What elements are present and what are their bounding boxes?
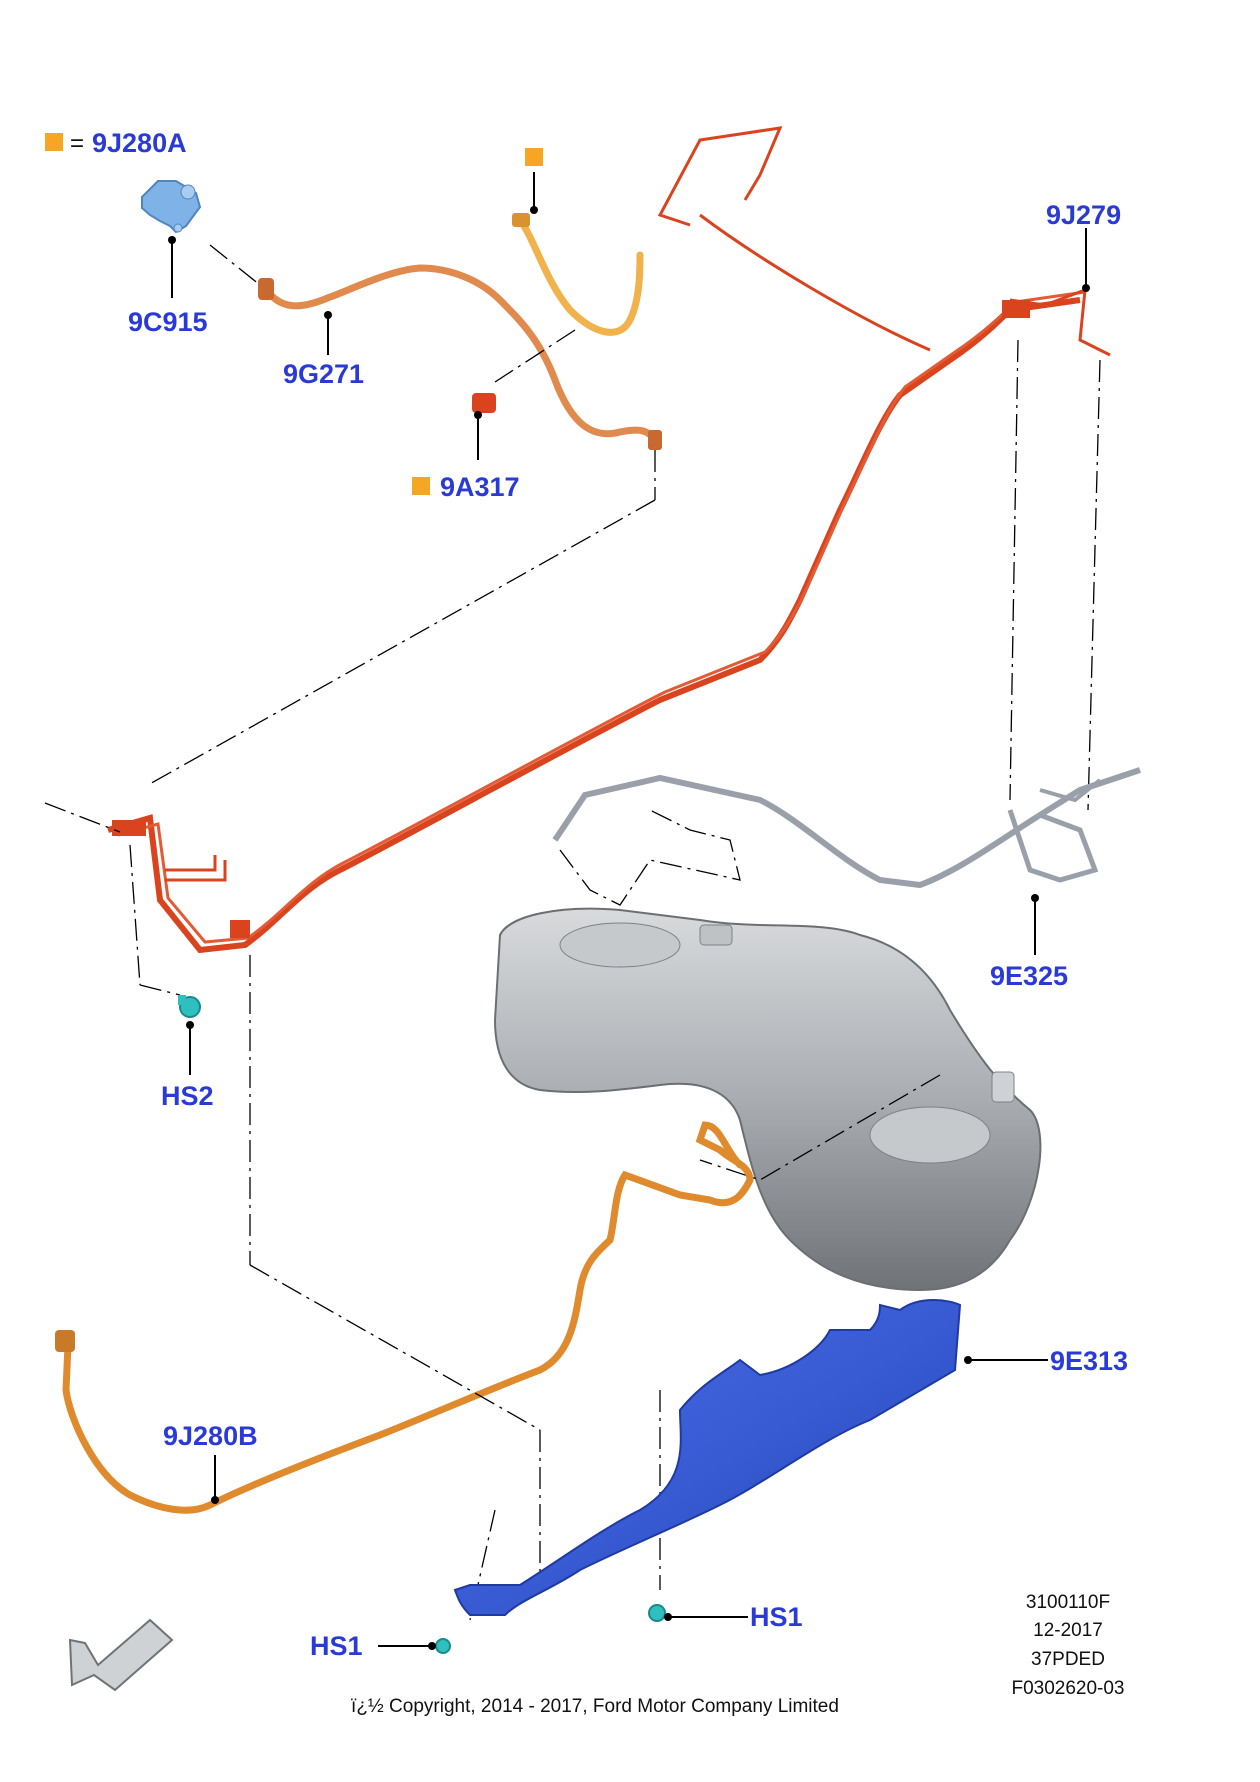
clip-hs1-right[interactable] [648,1604,666,1622]
label-9E313: 9E313 [1050,1346,1128,1376]
label-9J279: 9J279 [1046,200,1121,230]
vapor-tube-9G271[interactable] [258,264,662,450]
fuel-supply-lines-9J279[interactable] [107,126,1111,954]
info-block: 3100110F 12-2017 37PDED F0302620-03 [1011,1592,1124,1699]
clip-hs1-left[interactable] [435,1638,451,1654]
filler-vent-tube[interactable] [512,213,644,336]
info-line-1: 3100110F [1026,1592,1110,1613]
label-HS1-right: HS1 [750,1602,803,1632]
heat-shield-9E313[interactable] [453,1299,962,1616]
vapor-valve-part[interactable] [141,180,202,234]
filler-pipe-9J280B[interactable] [55,1121,754,1514]
label-9C915: 9C915 [128,307,208,337]
vehicle-front-direction-arrow [68,1618,174,1692]
label-9A317: 9A317 [440,472,520,502]
label-9E325: 9E325 [990,961,1068,991]
vapor-lines-9E325[interactable] [552,767,1141,889]
label-HS2: HS2 [161,1081,214,1111]
legend: = 9J280A [45,128,187,158]
info-line-2: 12-2017 [1033,1620,1103,1641]
9A317-marker [412,477,430,495]
label-9G271: 9G271 [283,359,364,389]
clip-hs2[interactable] [178,995,201,1018]
label-9J280B: 9J280B [163,1421,258,1451]
fuel-tank[interactable] [493,907,1042,1292]
info-line-4: F0302620-03 [1011,1678,1124,1699]
legend-label: 9J280A [92,128,187,158]
info-line-3: 37PDED [1031,1649,1105,1670]
legend-marker [45,133,63,151]
filler-vent-marker [525,148,543,166]
connector-9A317[interactable] [472,393,496,413]
copyright-notice: ï¿½ Copyright, 2014 - 2017, Ford Motor C… [351,1696,839,1717]
legend-equals: = [70,130,84,157]
label-HS1-left: HS1 [310,1631,363,1661]
